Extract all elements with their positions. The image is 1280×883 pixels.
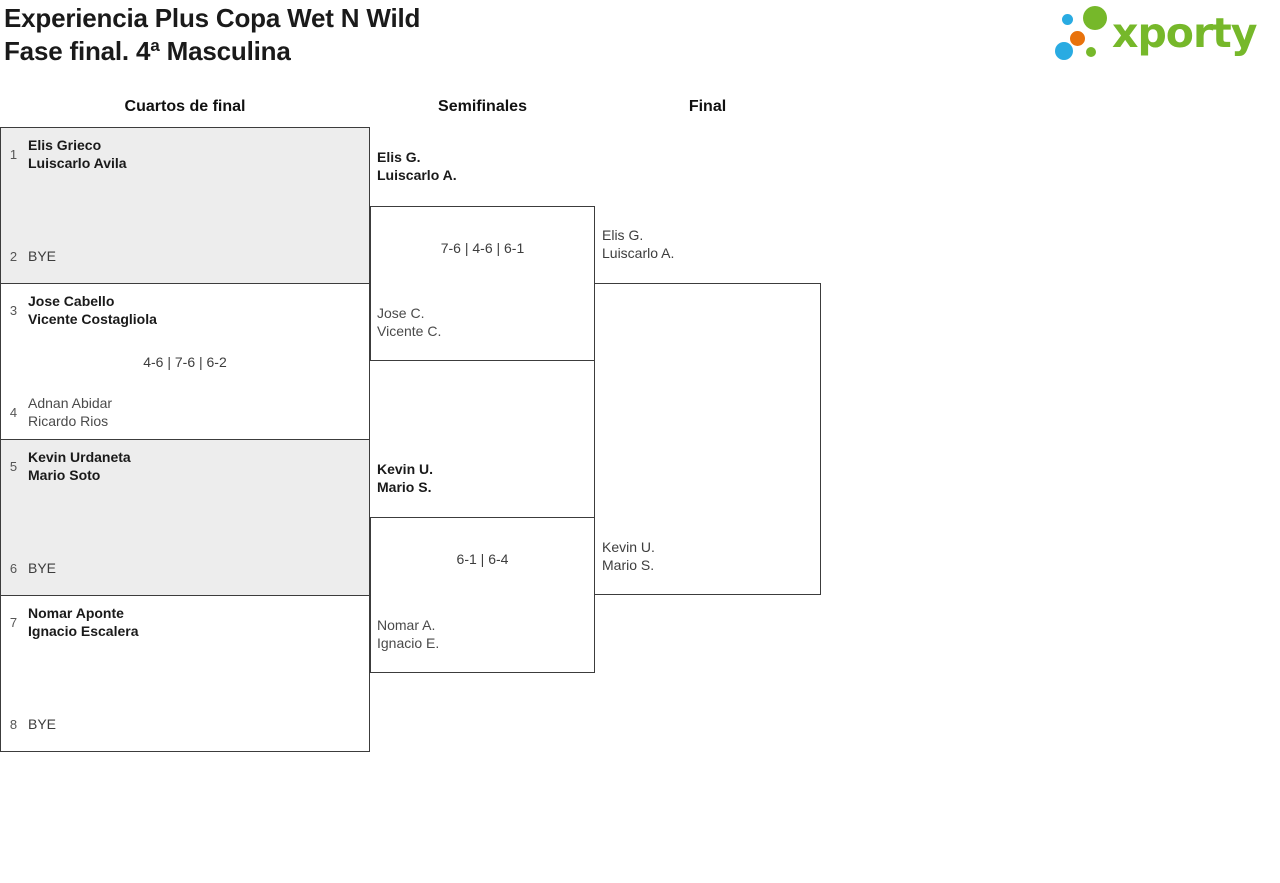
team-names: BYE [28, 550, 56, 586]
match-score: 7-6 | 4-6 | 6-1 [440, 240, 525, 256]
xporty-logo[interactable]: xporty [1050, 0, 1278, 72]
seed-number: 8 [9, 716, 18, 732]
team-names: Elis Grieco Luiscarlo Avila [28, 136, 127, 172]
seed-number: 7 [9, 614, 18, 630]
logo-dot-green-large-icon [1083, 6, 1107, 30]
semifinal-match-2-box: 6-1 | 6-4 [370, 517, 595, 673]
seed-number: 3 [9, 302, 18, 318]
team-slot-1: 1 Elis Grieco Luiscarlo Avila [6, 136, 361, 172]
team-slot-6: 6 BYE [6, 550, 361, 586]
column-header-final: Final [688, 98, 727, 115]
logo-wordmark: xporty [1112, 9, 1258, 57]
match-score: 4-6 | 7-6 | 6-2 [143, 353, 227, 370]
logo-dot-orange-icon [1070, 31, 1085, 46]
team-slot-4: 4 Adnan Abidar Ricardo Rios [6, 394, 361, 430]
seed-number: 6 [9, 560, 18, 576]
team-slot-5: 5 Kevin Urdaneta Mario Soto [6, 448, 361, 484]
sf2-bottom-team: Nomar A. Ignacio E. [377, 616, 439, 652]
team-slot-7: 7 Nomar Aponte Ignacio Escalera [6, 604, 361, 640]
player-name: Luiscarlo A. [377, 167, 457, 183]
sf1-bottom-team: Jose C. Vicente C. [377, 304, 441, 340]
player-name: Ignacio E. [377, 635, 440, 651]
match-score: 6-1 | 6-4 [456, 551, 509, 567]
player-name: Elis Grieco [28, 137, 102, 153]
quarterfinal-match-4: 7 Nomar Aponte Ignacio Escalera 8 BYE [0, 595, 370, 752]
quarterfinal-match-1: 1 Elis Grieco Luiscarlo Avila 2 BYE [0, 127, 370, 284]
player-name: Kevin U. [377, 461, 434, 477]
player-name: Vicente Costagliola [28, 311, 157, 327]
player-name: Kevin Urdaneta [28, 449, 131, 465]
team-names: BYE [28, 238, 56, 274]
phase-name: Fase final. 4ª Masculina [4, 36, 291, 66]
logo-dot-blue-small-icon [1062, 14, 1073, 25]
player-name: Mario S. [602, 557, 655, 573]
quarterfinal-match-2: 3 Jose Cabello Vicente Costagliola 4-6 |… [0, 283, 370, 440]
player-name: BYE [28, 716, 57, 732]
player-name: Mario S. [377, 479, 432, 495]
player-name: Elis G. [602, 227, 644, 243]
team-names: Nomar Aponte Ignacio Escalera [28, 604, 139, 640]
seed-number: 4 [9, 404, 18, 420]
player-name: BYE [28, 248, 57, 264]
player-name: Luiscarlo Avila [28, 155, 127, 171]
player-name: Luiscarlo A. [602, 245, 675, 261]
player-name: Nomar A. [377, 617, 436, 633]
team-slot-2: 2 BYE [6, 238, 361, 274]
team-names: Jose Cabello Vicente Costagliola [28, 292, 157, 328]
player-name: Nomar Aponte [28, 605, 124, 621]
sf1-top-team: Elis G. Luiscarlo A. [377, 148, 457, 184]
player-name: Kevin U. [602, 539, 655, 555]
player-name: BYE [28, 560, 57, 576]
player-name: Ignacio Escalera [28, 623, 139, 639]
logo-dot-blue-large-icon [1055, 42, 1073, 60]
player-name: Adnan Abidar [28, 395, 113, 411]
player-name: Elis G. [377, 149, 421, 165]
team-names: Adnan Abidar Ricardo Rios [28, 394, 112, 430]
final-match-box [594, 283, 821, 595]
team-names: BYE [28, 706, 56, 742]
final-bottom-team: Kevin U. Mario S. [602, 538, 655, 574]
player-name: Vicente C. [377, 323, 442, 339]
team-slot-3: 3 Jose Cabello Vicente Costagliola [6, 292, 361, 328]
seed-number: 2 [9, 248, 18, 264]
logo-dot-green-small-icon [1086, 47, 1096, 57]
final-top-team: Elis G. Luiscarlo A. [602, 226, 674, 262]
quarterfinal-match-3: 5 Kevin Urdaneta Mario Soto 6 BYE [0, 439, 370, 596]
team-names: Kevin Urdaneta Mario Soto [28, 448, 131, 484]
column-header-cuartos: Cuartos de final [124, 98, 246, 115]
seed-number: 5 [9, 458, 18, 474]
page-title: Experiencia Plus Copa Wet N Wild Fase fi… [4, 2, 420, 68]
player-name: Jose Cabello [28, 293, 115, 309]
seed-number: 1 [9, 146, 18, 162]
player-name: Ricardo Rios [28, 413, 109, 429]
player-name: Mario Soto [28, 467, 101, 483]
team-slot-8: 8 BYE [6, 706, 361, 742]
player-name: Jose C. [377, 305, 425, 321]
tournament-name: Experiencia Plus Copa Wet N Wild [4, 3, 421, 33]
sf2-top-team: Kevin U. Mario S. [377, 460, 433, 496]
column-header-semifinales: Semifinales [438, 98, 527, 115]
